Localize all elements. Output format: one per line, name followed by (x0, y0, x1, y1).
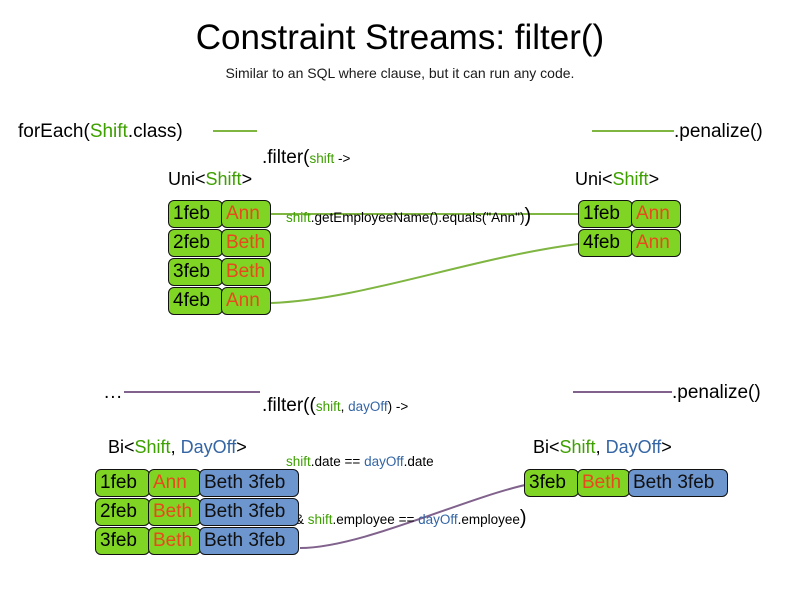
filter-2-close-paren: ) (519, 507, 527, 529)
slide-title: Constraint Streams: filter() (195, 18, 605, 57)
bi-input-comma: , (170, 437, 181, 457)
uni-input-suffix: > (241, 169, 253, 189)
cell-date: 1feb (578, 200, 633, 228)
bi-output-type-shift: Shift (559, 437, 596, 457)
filter-2-param-shift: shift (315, 399, 341, 414)
filter-2-comma: , (340, 399, 349, 414)
bi-output-comma: , (595, 437, 606, 457)
filter-2-line-1: .filter((shift, dayOff) -> (262, 394, 527, 417)
cell-employee: Ann (221, 200, 271, 228)
cell-employee: Beth (148, 498, 201, 526)
filter-2-line-3: && shift.employee == dayOff.employee) (286, 507, 527, 530)
foreach-suffix: .class) (127, 121, 183, 142)
uni-output-suffix: > (648, 169, 660, 189)
filter-2-l3-shift: shift (307, 512, 333, 527)
filter-2-l3-mid: .employee == (332, 512, 419, 527)
cell-employee: Ann (148, 469, 201, 497)
foreach-prefix: forEach( (18, 121, 90, 142)
bi-input-type-dayoff: DayOff (180, 437, 237, 457)
filter-2-param-dayoff: dayOff (348, 399, 388, 414)
filter-2-keyword: .filter(( (262, 395, 316, 416)
cell-date: 1feb (168, 200, 223, 228)
penalize-label-2: .penalize() (672, 382, 761, 403)
uni-output-prefix: Uni< (575, 169, 613, 189)
bi-input-suffix: > (236, 437, 247, 457)
uni-output-type: Shift (612, 169, 649, 189)
bi-output-suffix: > (661, 437, 672, 457)
cell-date: 1feb (95, 469, 150, 497)
filter-2-l2-mid: .date == (310, 454, 365, 469)
cell-dayoff: Beth 3feb (199, 469, 299, 497)
filter-2-l3-tail: .employee (457, 512, 520, 527)
cell-date: 3feb (168, 258, 223, 286)
cell-date: 3feb (95, 527, 150, 555)
filter-2-l2-shift: shift (286, 454, 311, 469)
cell-date: 4feb (168, 287, 223, 315)
uni-shift-header-input: Uni<Shift> (168, 168, 252, 190)
slide-subtitle: Similar to an SQL where clause, but it c… (225, 65, 575, 81)
filter-1-body-param: shift (286, 210, 311, 225)
cell-date: 2feb (168, 229, 223, 257)
foreach-type: Shift (89, 121, 128, 142)
bi-input-prefix: Bi< (108, 437, 135, 457)
cell-employee: Beth (221, 258, 271, 286)
bi-input-type-shift: Shift (134, 437, 171, 457)
cell-dayoff: Beth 3feb (628, 469, 728, 497)
cell-date: 4feb (578, 229, 633, 257)
cell-dayoff: Beth 3feb (199, 498, 299, 526)
uni-input-type: Shift (205, 169, 242, 189)
cell-employee: Beth (577, 469, 630, 497)
filter-2-l2-tail: .date (403, 454, 434, 469)
cell-employee: Beth (221, 229, 271, 257)
cell-date: 2feb (95, 498, 150, 526)
penalize-label-1: .penalize() (674, 121, 763, 142)
cell-employee: Ann (631, 229, 681, 257)
filter-expression-1: .filter(shift -> shift.getEmployeeName()… (262, 110, 531, 264)
filter-2-arrow: ) -> (387, 399, 409, 414)
filter-expression-2: .filter((shift, dayOff) -> shift.date ==… (262, 358, 527, 566)
filter-1-arrow: -> (334, 151, 351, 166)
filter-2-l3-dayoff: dayOff (418, 512, 458, 527)
filter-1-close-paren: ) (524, 205, 532, 227)
bi-header-output: Bi<Shift, DayOff> (533, 436, 672, 458)
filter-2-l2-dayoff: dayOff (364, 454, 404, 469)
filter-1-line-2: shift.getEmployeeName().equals("Ann")) (286, 205, 531, 228)
foreach-label: forEach(Shift.class) (18, 120, 183, 143)
cell-date: 3feb (524, 469, 579, 497)
bi-output-prefix: Bi< (533, 437, 560, 457)
cell-employee: Beth (148, 527, 201, 555)
filter-1-body: .getEmployeeName().equals("Ann") (310, 210, 525, 225)
bi-output-type-dayoff: DayOff (605, 437, 662, 457)
filter-2-line-2: shift.date == dayOff.date (286, 453, 527, 471)
uni-shift-header-output: Uni<Shift> (575, 168, 659, 190)
cell-employee: Ann (221, 287, 271, 315)
ellipsis-source-label: ... (104, 382, 123, 403)
filter-1-keyword: .filter( (262, 147, 310, 168)
uni-input-prefix: Uni< (168, 169, 206, 189)
bi-header-input: Bi<Shift, DayOff> (108, 436, 247, 458)
filter-1-param: shift (309, 151, 335, 166)
cell-dayoff: Beth 3feb (199, 527, 299, 555)
cell-employee: Ann (631, 200, 681, 228)
filter-1-line-1: .filter(shift -> (262, 146, 531, 169)
